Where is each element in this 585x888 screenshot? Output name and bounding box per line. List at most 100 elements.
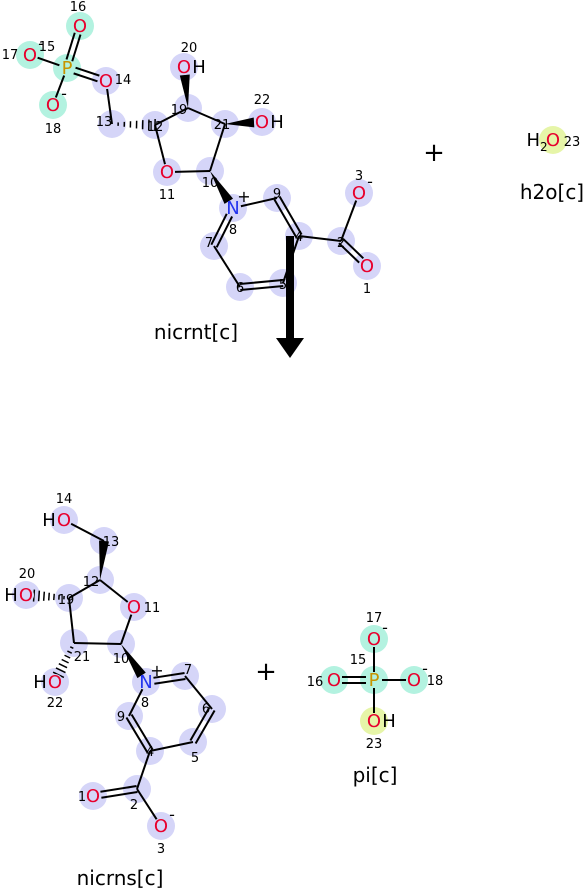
bond [240, 197, 278, 208]
atom-index-label: 17 [366, 611, 383, 626]
atom-index-label: 8 [141, 696, 149, 711]
atom-index-label: 8 [229, 223, 237, 238]
hydrogen-label: H [4, 585, 18, 606]
atom-index-label: 22 [254, 93, 271, 108]
atom-index-label: 23 [564, 135, 581, 150]
atom-index-label: 6 [202, 702, 210, 717]
atom-symbol-o: O [327, 670, 341, 691]
atom-symbol-o: O [546, 130, 560, 151]
atom-symbol-o: O [154, 816, 168, 837]
atom-index-label: 3 [355, 169, 363, 184]
plus-sign-reactants: + [423, 138, 445, 168]
bond [73, 66, 100, 83]
atom-index-label: 9 [273, 187, 281, 202]
atom-index-label: 15 [39, 40, 56, 55]
atom-symbol-o: O [407, 670, 421, 691]
atom-index-label: 17 [2, 48, 19, 63]
bond [189, 707, 216, 744]
atom-index-label: 22 [47, 696, 64, 711]
bond [128, 688, 144, 717]
bond [120, 614, 133, 645]
atom-index-label: 5 [191, 751, 199, 766]
atom-symbol-o: O [367, 629, 381, 650]
atom-index-label: 10 [202, 176, 219, 191]
atom-index-label: 13 [103, 535, 120, 550]
bond [338, 238, 365, 264]
atom-symbol-o: O [177, 57, 191, 78]
atom-index-label: 10 [113, 652, 130, 667]
hydrogen-label: H [382, 711, 396, 732]
atom-index-label: 19 [171, 103, 188, 118]
atom-index-label: 3 [157, 842, 165, 857]
bond [187, 107, 226, 125]
bond [298, 235, 342, 242]
atom-index-label: 13 [96, 115, 113, 130]
atom-index-label: 9 [117, 710, 125, 725]
negative-charge: - [367, 172, 373, 191]
bond [179, 74, 190, 108]
atom-symbol-o: O [352, 183, 366, 204]
atom-index-label: 2 [130, 798, 138, 813]
atom-symbol-o: O [19, 585, 33, 606]
bond [149, 741, 194, 752]
negative-charge: - [422, 659, 428, 678]
bond [54, 75, 66, 98]
bond [184, 675, 213, 710]
atom-index-label: 20 [181, 41, 198, 56]
bond [136, 750, 151, 790]
atom-index-label: 7 [184, 663, 192, 678]
bond [70, 522, 105, 542]
bond [99, 540, 109, 580]
compound-name-pi: pi[c] [353, 763, 398, 787]
bond [174, 170, 211, 173]
bond [273, 195, 303, 239]
atom-index-label: 6 [236, 281, 244, 296]
bond [100, 785, 138, 799]
reaction-arrow [276, 236, 304, 358]
negative-charge: - [38, 34, 44, 53]
atom-index-label: 11 [144, 601, 161, 616]
bond [37, 56, 60, 67]
atom-index-label: 16 [307, 675, 324, 690]
atom-index-label: 16 [70, 0, 87, 15]
atom-symbol-o: O [23, 45, 37, 66]
atom-symbol-o: O [48, 672, 62, 693]
atom-index-label: 23 [366, 737, 383, 752]
atom-symbol-o: O [255, 112, 269, 133]
hydrogen-label: H [270, 112, 284, 133]
atom-index-label: 4 [295, 230, 303, 245]
atom-index-label: 18 [427, 674, 444, 689]
hydrogen-label: H [33, 672, 47, 693]
bond [65, 32, 82, 62]
atom-symbol-o: O [367, 711, 381, 732]
atom-symbol-o: O [160, 162, 174, 183]
atom-symbol-p: P [369, 670, 380, 691]
plus-sign-products: + [255, 657, 277, 687]
atom-index-label: 12 [83, 575, 100, 590]
hydrogen-label: H [192, 57, 206, 78]
atom-index-label: 15 [350, 653, 367, 668]
bond [342, 676, 366, 684]
bond [154, 107, 189, 126]
bond [99, 579, 129, 603]
atom-index-label: 1 [363, 282, 371, 297]
positive-charge: + [237, 187, 250, 206]
atom-symbol-o: O [360, 256, 374, 277]
atom-index-label: 19 [58, 593, 75, 608]
compound-name-h2o: h2o[c] [520, 180, 584, 204]
hydrogen-count: 2 [540, 140, 548, 154]
atom-index-label: 21 [74, 650, 91, 665]
atom-symbol-n: N [139, 672, 152, 693]
bond [73, 642, 122, 645]
atom-symbol-o: O [57, 510, 71, 531]
atom-symbol-o: O [86, 786, 100, 807]
atom-symbol-o: O [46, 95, 60, 116]
bond [340, 200, 358, 242]
atom-index-label: 4 [146, 745, 154, 760]
bond [125, 713, 154, 754]
atom-index-layer: 1234567891011121314151617181920212223123… [2, 0, 581, 857]
atom-symbol-n: N [226, 198, 239, 219]
atom-index-label: 12 [147, 120, 164, 135]
bond [136, 788, 158, 820]
